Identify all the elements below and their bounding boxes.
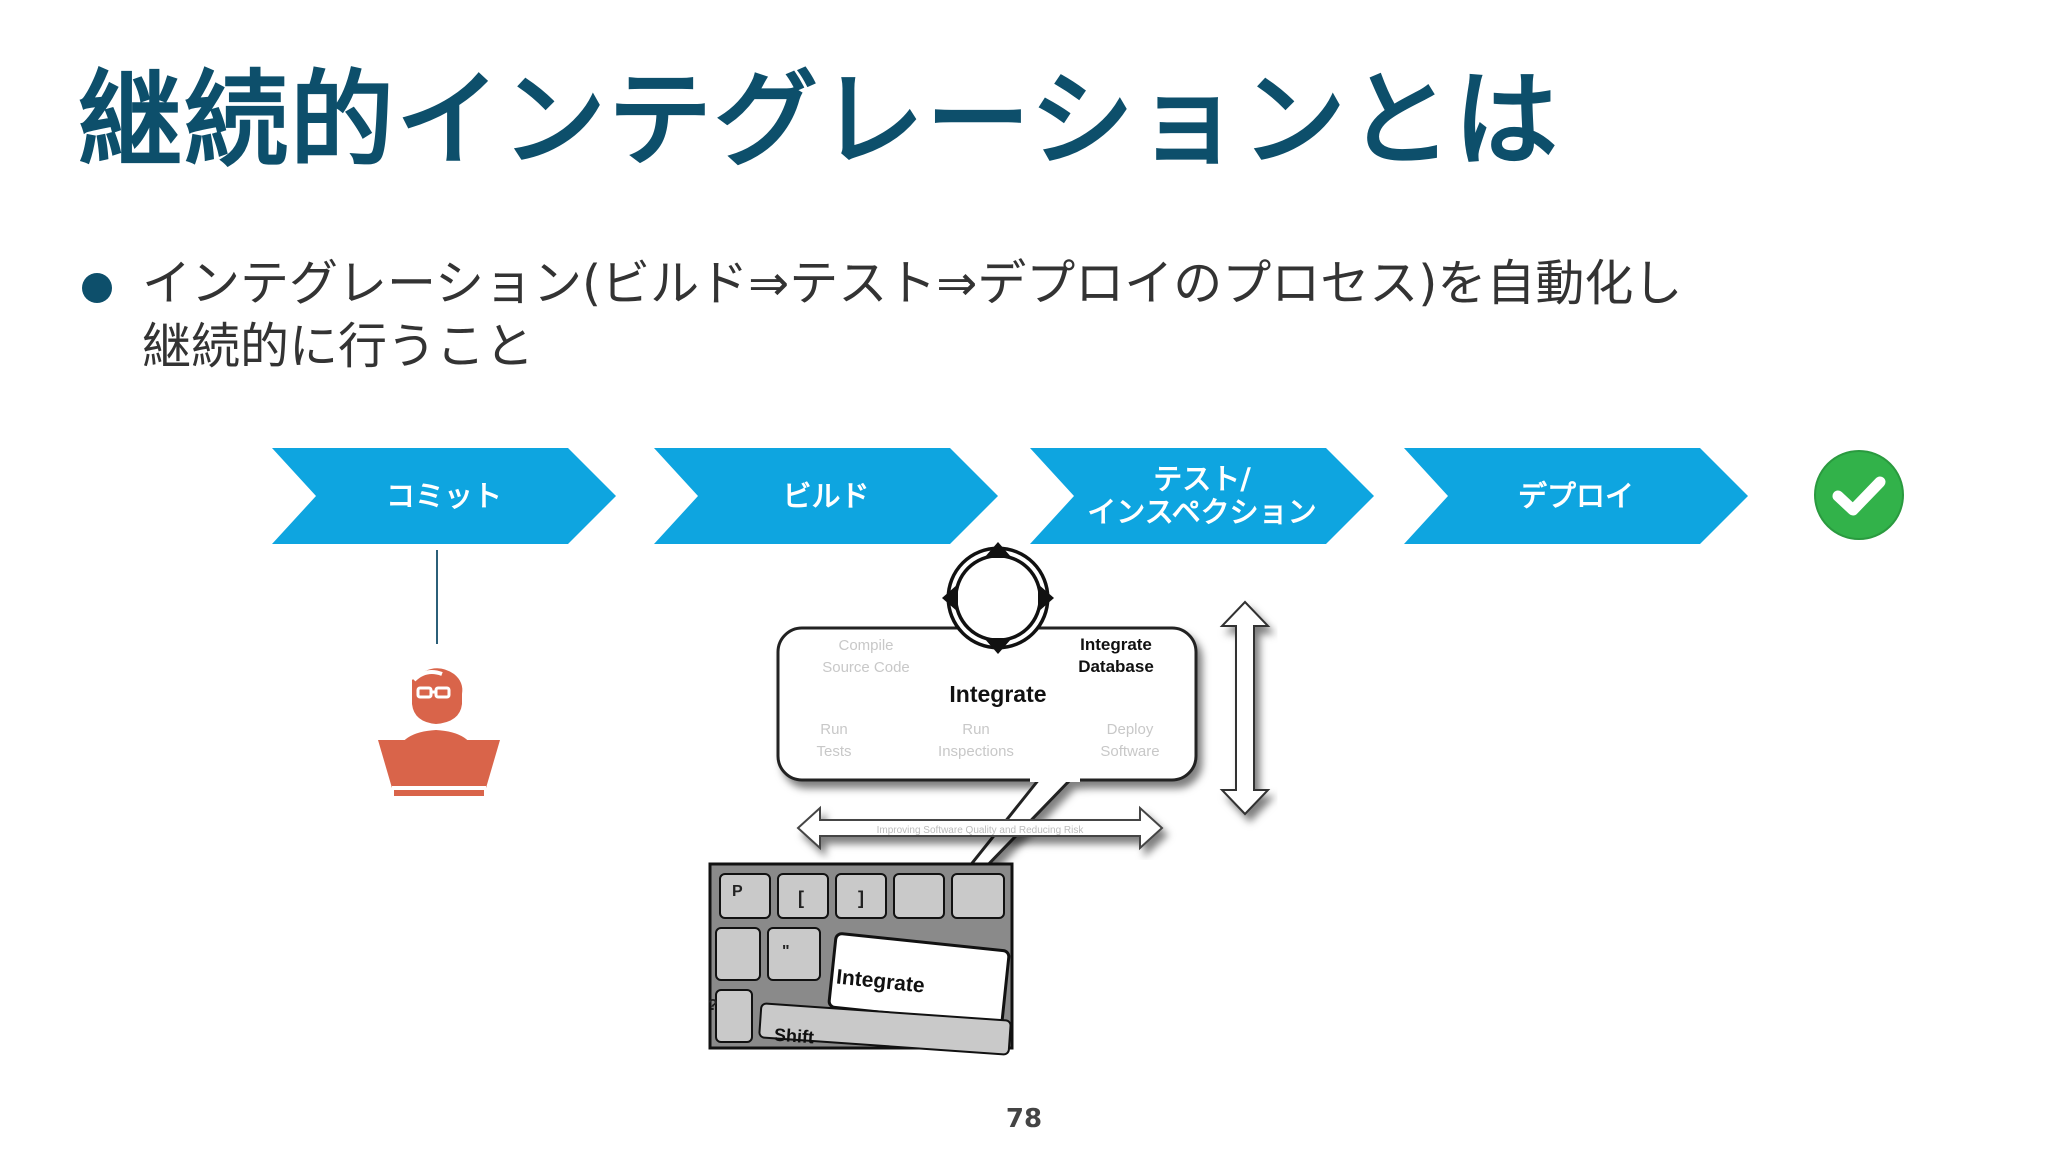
check-circle-icon [1814, 450, 1904, 544]
keyboard-illustration: P [ ] " ? Integrate Shift [708, 862, 1014, 1056]
run-tests-label: Run [820, 721, 848, 738]
page-number: 78 [1005, 1104, 1043, 1134]
compile-label: Compile [838, 637, 893, 654]
bullet-text: インテグレーション(ビルド⇒テスト⇒デプロイのプロセス)を自動化し 継続的に行う… [142, 252, 1902, 378]
bullet-line-2: 継続的に行うこと [142, 318, 535, 375]
key-quote-label: " [782, 943, 790, 960]
integrate-database-label: Integrate [1080, 635, 1152, 654]
developer-at-laptop-icon [374, 660, 504, 804]
page-title: 継続的インテグレーションとは [78, 59, 1560, 181]
deploy-software-label: Deploy [1107, 721, 1154, 738]
bullet-line-1: インテグレーション(ビルド⇒テスト⇒デプロイのプロセス)を自動化し [142, 255, 1683, 312]
arrow-caption: Improving Software Quality and Reducing … [877, 825, 1085, 836]
pipeline-step-label-line-2: インスペクション [1087, 495, 1317, 529]
key-bracket-close-label: ] [858, 888, 864, 908]
shift-key-label: Shift [773, 1025, 814, 1048]
key-bracket-open-label: [ [798, 888, 804, 908]
ci-integration-illustration: Compile Source Code Integrate Database I… [700, 516, 1320, 1060]
key-p-label: P [732, 883, 743, 900]
cycle-arrows-icon [942, 542, 1054, 654]
deploy-software-label-2: Software [1100, 743, 1159, 760]
vertical-double-arrow-icon [1219, 600, 1271, 816]
pipeline-step-label: コミット [385, 478, 502, 513]
key-question-label: ? [708, 997, 718, 1014]
commit-connector-line [436, 550, 438, 644]
pipeline-step-label: デプロイ [1517, 478, 1634, 513]
pipeline-step-label: テスト/ インスペクション [1060, 448, 1344, 544]
compile-label-2: Source Code [822, 659, 910, 676]
pipeline-step-commit: コミット [272, 448, 616, 544]
pipeline-step-build: ビルド [654, 448, 998, 544]
bullet-marker [82, 273, 112, 303]
run-inspections-label-2: Inspections [938, 743, 1014, 760]
pipeline-step-label-line-1: テスト/ [1153, 462, 1251, 496]
run-tests-label-2: Tests [816, 743, 851, 760]
run-inspections-label: Run [962, 721, 990, 738]
integrate-database-label-2: Database [1078, 657, 1154, 676]
integrate-center-label: Integrate [949, 681, 1046, 707]
pipeline-step-test-inspection: テスト/ インスペクション [1030, 448, 1374, 544]
pipeline-step-label: ビルド [782, 478, 870, 513]
pipeline-step-deploy: デプロイ [1404, 448, 1748, 544]
horizontal-double-arrow-icon [796, 805, 1164, 851]
